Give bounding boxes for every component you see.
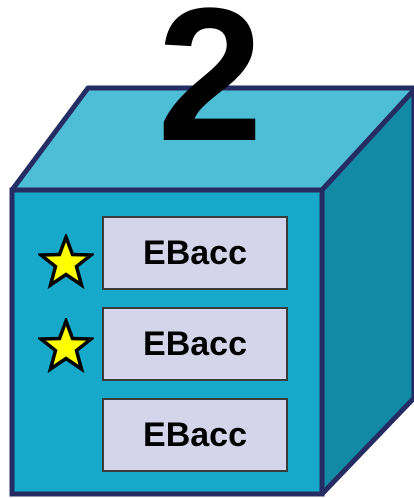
- ebacc-box-1: EBacc: [102, 216, 288, 290]
- number-label: 2: [157, 0, 263, 181]
- ebacc-box-2: EBacc: [102, 307, 288, 381]
- star-icon: [38, 318, 94, 374]
- ebacc-box-3: EBacc: [102, 398, 288, 472]
- star-icon: [38, 234, 94, 290]
